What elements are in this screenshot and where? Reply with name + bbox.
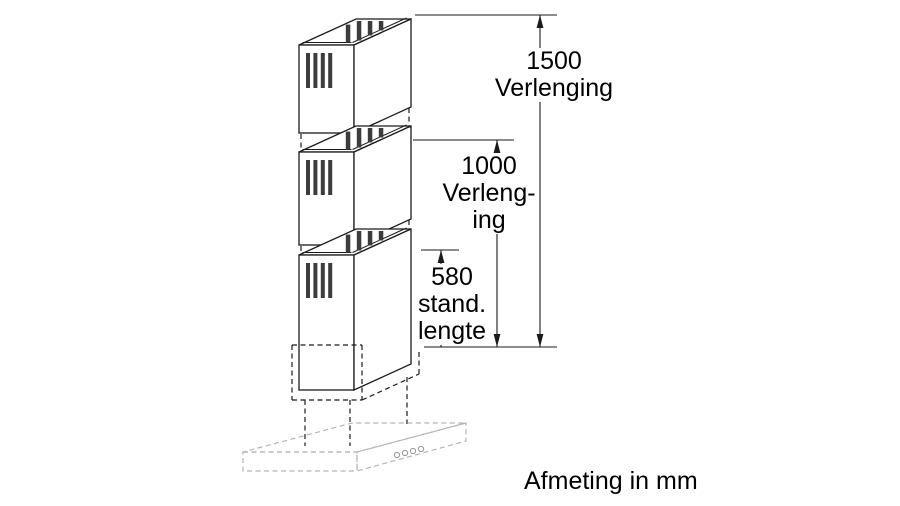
dimension-text-580-line1: stand. — [417, 290, 487, 318]
hood-control-buttons — [393, 445, 425, 459]
vent-slots — [306, 21, 384, 88]
dimension-value-1500: 1500 — [526, 47, 582, 75]
dimension-value-1000: 1000 — [461, 152, 517, 180]
dimension-text-1000-line1: Verleng- — [442, 179, 536, 207]
chimney-section-middle — [298, 124, 412, 247]
dimension-text-1500: Verlenging — [494, 74, 614, 102]
cooker-hood-outline — [242, 422, 467, 472]
chimney-section-top — [298, 17, 412, 135]
units-caption: Afmeting in mm — [524, 467, 698, 495]
dimension-label-1500: 1500 Verlenging — [492, 48, 616, 102]
dimension-text-580-line2: lengte — [417, 317, 487, 345]
telescopic-sleeve-outline — [291, 344, 420, 446]
dimension-text-1000-line2: ing — [472, 206, 506, 234]
dimension-label-580: 580 stand. lengte — [414, 264, 490, 345]
vent-slots — [306, 128, 384, 195]
chimney-section-bottom — [298, 227, 412, 392]
dimension-value-580: 580 — [431, 263, 473, 291]
vent-slots — [306, 231, 384, 298]
dimension-label-1000: 1000 Verleng- ing — [441, 153, 537, 234]
